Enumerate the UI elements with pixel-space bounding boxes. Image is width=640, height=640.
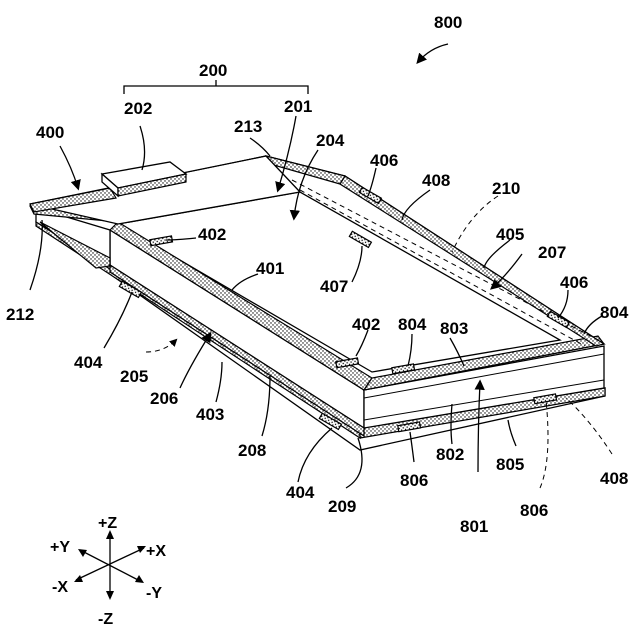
- label-804-right: 804: [600, 303, 629, 322]
- axis-label-minus-z: -Z: [98, 611, 113, 628]
- label-401: 401: [256, 259, 284, 278]
- label-202: 202: [124, 99, 152, 118]
- label-403: 403: [196, 405, 224, 424]
- label-406-right: 406: [560, 273, 588, 292]
- label-402-lower: 402: [352, 315, 380, 334]
- label-804-mid: 804: [398, 315, 427, 334]
- label-408-top: 408: [422, 171, 450, 190]
- label-200: 200: [199, 61, 227, 80]
- label-206: 206: [150, 389, 178, 408]
- axis-label-plus-x: +X: [146, 543, 166, 560]
- label-408-bottom: 408: [600, 469, 628, 488]
- label-404-left: 404: [74, 353, 103, 372]
- axis-labels: +Z +Y +X -X -Y -Z: [50, 515, 166, 628]
- axis-label-minus-x: -X: [52, 579, 68, 596]
- axis-triad: [74, 530, 146, 600]
- label-802: 802: [436, 445, 464, 464]
- label-406-top: 406: [370, 151, 398, 170]
- label-405: 405: [496, 225, 524, 244]
- label-212: 212: [6, 305, 34, 324]
- label-209: 209: [328, 497, 356, 516]
- label-801: 801: [460, 517, 488, 536]
- label-205: 205: [120, 367, 148, 386]
- label-806-mid: 806: [400, 471, 428, 490]
- label-407: 407: [320, 277, 348, 296]
- label-806-right: 806: [520, 501, 548, 520]
- label-402-upper: 402: [198, 225, 226, 244]
- label-208: 208: [238, 441, 266, 460]
- label-404-bottom: 404: [286, 483, 315, 502]
- axis-label-plus-y: +Y: [50, 539, 70, 556]
- label-210: 210: [492, 179, 520, 198]
- axis-label-minus-y: -Y: [146, 585, 162, 602]
- label-805: 805: [496, 455, 524, 474]
- label-204: 204: [316, 131, 345, 150]
- label-207: 207: [538, 243, 566, 262]
- label-400: 400: [36, 123, 64, 142]
- label-803: 803: [440, 319, 468, 338]
- axis-label-plus-z: +Z: [98, 515, 117, 532]
- label-201: 201: [284, 97, 312, 116]
- label-213: 213: [234, 117, 262, 136]
- brace-200: [124, 80, 308, 94]
- label-800: 800: [434, 13, 462, 32]
